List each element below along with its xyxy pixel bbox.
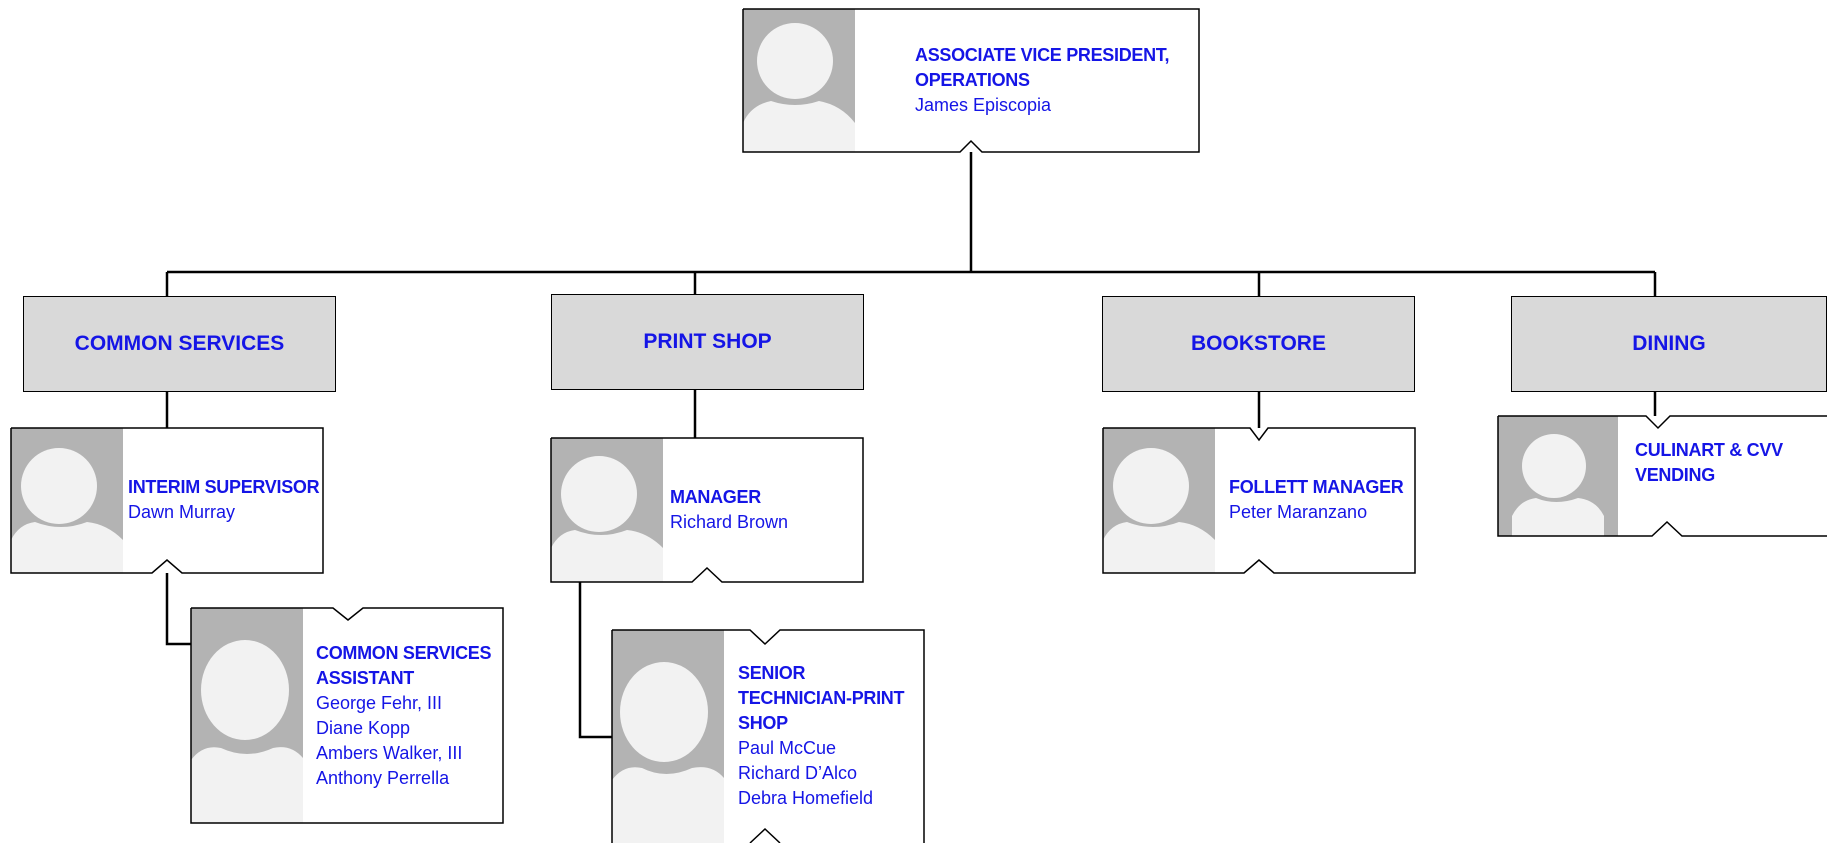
culinart-text: CULINART & CVV VENDING <box>1635 438 1805 488</box>
senior-technician-card: SENIOR TECHNICIAN-PRINT SHOP Paul McCue … <box>612 630 924 843</box>
person-name: James Episcopia <box>915 95 1052 115</box>
position-title: CULINART & CVV VENDING <box>1635 440 1783 485</box>
position-title: COMMON SERVICES ASSISTANT <box>316 643 492 688</box>
person-silhouette-icon <box>743 23 855 152</box>
person-name: Anthony Perrella <box>316 768 450 788</box>
person-name: Ambers Walker, III <box>316 743 463 763</box>
person-name: Peter Maranzano <box>1229 502 1368 522</box>
person-silhouette-icon <box>191 640 303 823</box>
person-silhouette-icon <box>1103 448 1215 573</box>
interim-supervisor-card: INTERIM SUPERVISOR Dawn Murray <box>11 428 323 573</box>
position-title: FOLLETT MANAGER <box>1229 477 1404 497</box>
profile-photo <box>191 608 303 823</box>
person-name: Dawn Murray <box>128 502 236 522</box>
senior-technician-text: SENIOR TECHNICIAN-PRINT SHOP Paul McCue … <box>738 661 918 811</box>
common-services-assistant-card: COMMON SERVICES ASSISTANT George Fehr, I… <box>191 608 503 823</box>
common-services-assistant-text: COMMON SERVICES ASSISTANT George Fehr, I… <box>316 641 496 791</box>
person-name: Diane Kopp <box>316 718 411 738</box>
position-title: SENIOR TECHNICIAN-PRINT SHOP <box>738 663 905 733</box>
profile-photo <box>551 438 663 582</box>
person-name: Debra Homefield <box>738 788 874 808</box>
follett-manager-card: FOLLETT MANAGER Peter Maranzano <box>1103 428 1415 573</box>
person-name: Paul McCue <box>738 738 837 758</box>
person-name: Richard D’Alco <box>738 763 858 783</box>
dept-dining: DINING <box>1511 296 1827 392</box>
profile-photo <box>1498 416 1618 536</box>
position-title: MANAGER <box>670 487 761 507</box>
person-silhouette-icon <box>612 662 724 843</box>
print-shop-manager-card: MANAGER Richard Brown <box>551 438 863 582</box>
profile-photo <box>1103 428 1215 573</box>
profile-photo <box>743 9 855 152</box>
avp-operations-card: ASSOCIATE VICE PRESIDENT, OPERATIONS Jam… <box>743 9 1199 152</box>
dept-print-shop: PRINT SHOP <box>551 294 864 390</box>
person-name: George Fehr, III <box>316 693 443 713</box>
person-silhouette-icon <box>551 456 663 582</box>
profile-photo <box>612 630 724 843</box>
culinart-card: CULINART & CVV VENDING <box>1498 416 1827 536</box>
avp-text: ASSOCIATE VICE PRESIDENT, OPERATIONS Jam… <box>915 43 1195 118</box>
manager-text: MANAGER Richard Brown <box>670 485 860 535</box>
position-title: INTERIM SUPERVISOR <box>128 477 320 497</box>
person-silhouette-icon <box>11 448 123 573</box>
person-silhouette-icon <box>1512 434 1604 536</box>
profile-photo <box>11 428 123 573</box>
position-title: ASSOCIATE VICE PRESIDENT, OPERATIONS <box>915 45 1170 90</box>
interim-supervisor-text: INTERIM SUPERVISOR Dawn Murray <box>128 475 328 525</box>
dept-common-services: COMMON SERVICES <box>23 296 336 392</box>
dept-bookstore: BOOKSTORE <box>1102 296 1415 392</box>
follett-manager-text: FOLLETT MANAGER Peter Maranzano <box>1229 475 1413 525</box>
person-name: Richard Brown <box>670 512 789 532</box>
